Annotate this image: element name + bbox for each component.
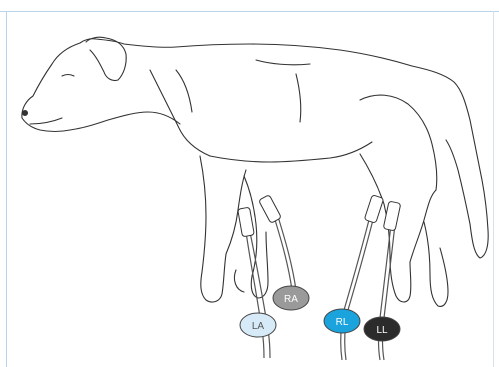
dog-hind-leg-2 — [410, 190, 436, 262]
clip-la — [238, 207, 255, 237]
dog-belly — [210, 142, 372, 162]
lead-wire-ra-2 — [276, 210, 296, 290]
dog-nose — [23, 111, 28, 116]
lead-wire-ra — [272, 210, 292, 290]
dog-back-contour — [256, 60, 310, 65]
electrode-ll: LL — [364, 317, 400, 341]
electrode-ra: RA — [273, 286, 309, 310]
dog-front-leg-3 — [244, 176, 268, 298]
dog-rib-contour — [296, 74, 301, 122]
dog-hind-leg-3 — [424, 222, 448, 306]
clip-ll — [383, 201, 401, 231]
dog-mouth — [30, 118, 62, 124]
dog-eye — [62, 75, 74, 77]
lead-wire-la — [246, 232, 264, 358]
dog-shoulder — [176, 70, 192, 112]
electrode-rl-label: RL — [336, 317, 349, 328]
electrode-ra-label: RA — [284, 294, 298, 305]
electrode-la: LA — [240, 313, 276, 337]
electrode-la-label: LA — [252, 321, 265, 332]
dog-outline — [22, 39, 488, 258]
clip-rl — [364, 195, 383, 223]
clip-ra — [259, 195, 282, 224]
dog-front-paw — [234, 270, 244, 292]
dog-front-leg-1 — [200, 156, 226, 302]
dog-snout — [22, 112, 180, 132]
dog-ear — [86, 37, 126, 80]
electrode-ll-label: LL — [376, 325, 388, 336]
electrode-rl: RL — [324, 309, 360, 333]
